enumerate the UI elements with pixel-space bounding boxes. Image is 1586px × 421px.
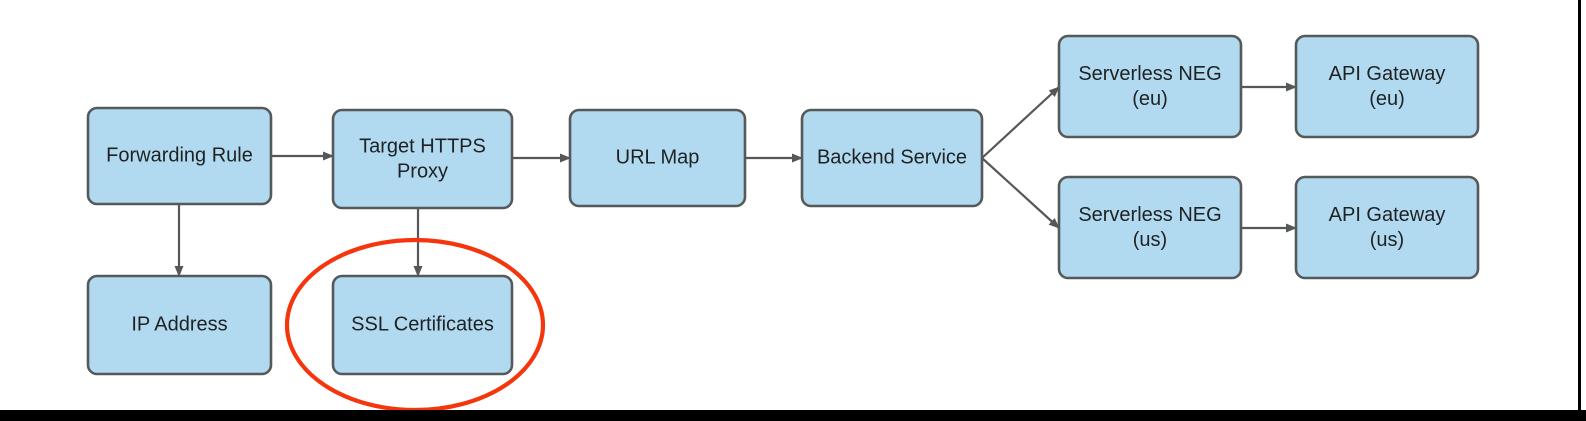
node-label-api-gateway-eu: API Gateway xyxy=(1329,63,1446,85)
node-label-api-gateway-us-line2: (us) xyxy=(1370,229,1404,251)
node-label-ip-address: IP Address xyxy=(131,313,227,335)
node-box-api-gateway-us[interactable] xyxy=(1294,175,1480,280)
edge-backend-service-to-serverless-neg-us xyxy=(981,157,1060,229)
node-ssl-certificates[interactable]: SSL Certificates xyxy=(331,274,514,376)
node-serverless-neg-us[interactable]: Serverless NEG (us) xyxy=(1057,175,1243,280)
node-label-api-gateway-us: API Gateway xyxy=(1329,204,1446,226)
node-label-forwarding-rule: Forwarding Rule xyxy=(106,144,253,166)
node-box-api-gateway-eu[interactable] xyxy=(1294,34,1480,139)
node-box-serverless-neg-us[interactable] xyxy=(1057,175,1243,280)
frame-bottom-bar xyxy=(0,410,1586,421)
node-label-serverless-neg-eu: Serverless NEG xyxy=(1078,63,1221,85)
node-url-map[interactable]: URL Map xyxy=(568,108,747,208)
node-label-serverless-neg-us: Serverless NEG xyxy=(1078,204,1221,226)
node-box-serverless-neg-eu[interactable] xyxy=(1057,34,1243,139)
nodes-layer: Forwarding Rule Target HTTPS Proxy URL Map B… xyxy=(86,34,1480,376)
node-label-backend-service: Backend Service xyxy=(817,146,967,168)
node-label-api-gateway-eu-line2: (eu) xyxy=(1369,88,1405,110)
frame-right-edge xyxy=(1578,0,1581,421)
node-box-target-https-proxy[interactable] xyxy=(331,108,514,210)
node-label-target-https-proxy: Target HTTPS xyxy=(359,135,486,157)
node-box-backend-service[interactable] xyxy=(800,108,984,208)
node-box-url-map[interactable] xyxy=(568,108,747,208)
node-label-serverless-neg-eu-line2: (eu) xyxy=(1132,88,1168,110)
node-label-url-map: URL Map xyxy=(616,146,700,168)
node-label-target-https-proxy-line2: Proxy xyxy=(397,160,448,182)
node-box-ip-address[interactable] xyxy=(86,274,273,376)
node-ip-address[interactable]: IP Address xyxy=(86,274,273,376)
node-label-ssl-certificates: SSL Certificates xyxy=(351,313,494,335)
node-backend-service[interactable]: Backend Service xyxy=(800,108,984,208)
node-serverless-neg-eu[interactable]: Serverless NEG (eu) xyxy=(1057,34,1243,139)
node-label-serverless-neg-us-line2: (us) xyxy=(1133,229,1167,251)
node-box-ssl-certificates[interactable] xyxy=(331,274,514,376)
node-api-gateway-us[interactable]: API Gateway (us) xyxy=(1294,175,1480,280)
node-box-forwarding-rule[interactable] xyxy=(86,106,273,206)
edge-backend-service-to-serverless-neg-eu xyxy=(981,86,1060,159)
node-forwarding-rule[interactable]: Forwarding Rule xyxy=(86,106,273,206)
node-api-gateway-eu[interactable]: API Gateway (eu) xyxy=(1294,34,1480,139)
node-target-https-proxy[interactable]: Target HTTPS Proxy xyxy=(331,108,514,210)
